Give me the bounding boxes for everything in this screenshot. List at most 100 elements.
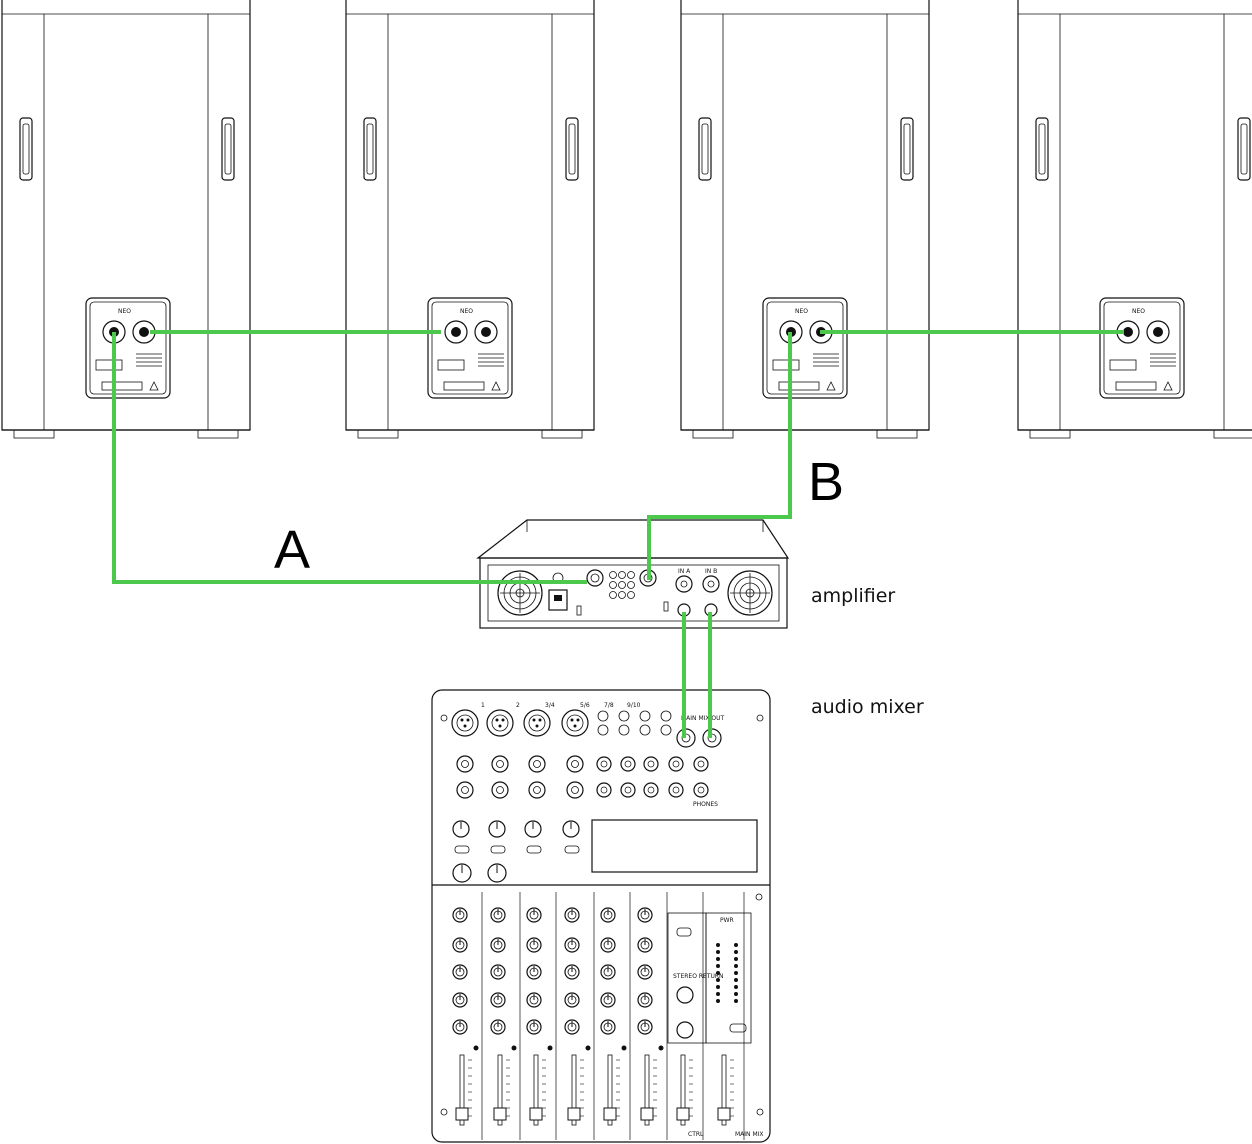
fader-knob bbox=[493, 1107, 507, 1121]
fader-knob bbox=[717, 1107, 731, 1121]
pad-switch bbox=[564, 845, 580, 854]
trs-input-jack bbox=[456, 755, 474, 773]
label-b: B bbox=[808, 452, 844, 512]
speaker-2: NEO bbox=[345, 0, 595, 439]
speaker-3: NEO bbox=[680, 0, 930, 439]
meter-led bbox=[734, 950, 738, 954]
peak-led bbox=[585, 1045, 591, 1051]
binding-posts bbox=[609, 571, 635, 599]
channel-strip bbox=[637, 892, 668, 1140]
fader-track bbox=[680, 1054, 686, 1126]
amp-switch bbox=[663, 601, 669, 612]
line-jack bbox=[643, 782, 659, 798]
peak-led bbox=[621, 1045, 627, 1051]
channel-strip bbox=[600, 892, 631, 1140]
speaker-foot bbox=[692, 429, 734, 439]
eq-knob bbox=[637, 937, 653, 953]
eq-knob bbox=[564, 907, 580, 923]
eq-knob bbox=[600, 992, 616, 1008]
meter-led bbox=[734, 999, 738, 1003]
phones-label: PHONES bbox=[693, 801, 718, 808]
label-a: A bbox=[274, 520, 310, 580]
serial-plate bbox=[1115, 381, 1157, 391]
eq-knob bbox=[564, 1019, 580, 1035]
handle-icon bbox=[221, 117, 235, 181]
rca-jack bbox=[618, 724, 630, 736]
channel-strip bbox=[564, 892, 595, 1140]
xlr-input-jack bbox=[523, 709, 551, 737]
power-inlet-pins bbox=[554, 595, 562, 601]
meter-led bbox=[734, 964, 738, 968]
handle-icon bbox=[1237, 117, 1251, 181]
eq-knob bbox=[600, 907, 616, 923]
meter-led bbox=[734, 985, 738, 989]
handle-icon bbox=[698, 117, 712, 181]
line-jack bbox=[620, 756, 636, 772]
speaker-foot bbox=[1213, 429, 1252, 439]
gain-knob bbox=[488, 820, 506, 838]
rca-jack bbox=[660, 724, 672, 736]
speaker-cabinet bbox=[345, 0, 595, 431]
trs-input-jack bbox=[491, 755, 509, 773]
channel-label: 7/8 bbox=[604, 702, 614, 709]
cables bbox=[112, 330, 1124, 738]
warning-icon bbox=[149, 381, 159, 391]
warning-icon bbox=[826, 381, 836, 391]
rca-jack bbox=[639, 724, 651, 736]
trs-input-jack bbox=[528, 781, 546, 799]
eq-knob bbox=[526, 964, 542, 980]
meter-led bbox=[734, 943, 738, 947]
serial-plate bbox=[443, 381, 485, 391]
eq-knob bbox=[526, 1019, 542, 1035]
xlr-input-jack bbox=[486, 709, 514, 737]
stereo-return-label: STEREO RETURN bbox=[673, 973, 724, 980]
speaker-brand: NEO bbox=[118, 308, 131, 315]
channel-strip bbox=[676, 892, 704, 1140]
peak-led bbox=[511, 1045, 517, 1051]
line-jack bbox=[643, 756, 659, 772]
speaker-foot bbox=[876, 429, 918, 439]
handle-icon bbox=[565, 117, 579, 181]
channel-strip bbox=[526, 892, 557, 1140]
terminal-block bbox=[1109, 359, 1137, 371]
amplifier-fan-left bbox=[497, 570, 543, 616]
amp-input-b: IN B bbox=[702, 568, 720, 593]
fader-track bbox=[721, 1054, 727, 1126]
eq-knob bbox=[452, 964, 468, 980]
mixer-channel-strips bbox=[452, 892, 745, 1140]
trs-input-jack bbox=[528, 755, 546, 773]
meter-led bbox=[734, 971, 738, 975]
speaker-connector-panel: NEO bbox=[427, 297, 513, 399]
fader-knob bbox=[603, 1107, 617, 1121]
trs-input-jack bbox=[456, 781, 474, 799]
rca-jack bbox=[660, 710, 672, 722]
speaker-foot bbox=[1029, 429, 1071, 439]
cable-b bbox=[647, 332, 792, 580]
speaker-4: NEO bbox=[1017, 0, 1252, 439]
meter-led bbox=[716, 950, 720, 954]
meter-led bbox=[734, 957, 738, 961]
gain-knob bbox=[524, 820, 542, 838]
eq-knob bbox=[452, 1019, 468, 1035]
amp-input-b-label: IN B bbox=[705, 568, 717, 575]
pad-switch bbox=[490, 845, 506, 854]
fader-knob bbox=[676, 1107, 690, 1121]
amplifier-rear-inset bbox=[487, 564, 780, 622]
handle-icon bbox=[363, 117, 377, 181]
amp-input-a: IN A bbox=[675, 568, 693, 593]
fader-track bbox=[533, 1054, 539, 1126]
handle-icon bbox=[900, 117, 914, 181]
warning-icon bbox=[491, 381, 501, 391]
screw bbox=[755, 893, 763, 901]
eq-knob bbox=[490, 937, 506, 953]
speaker-cabinet bbox=[1017, 0, 1252, 431]
main-mix-label: MAIN MIX bbox=[735, 1131, 764, 1138]
serial-plate bbox=[101, 381, 143, 391]
screw bbox=[756, 1108, 764, 1116]
meter-led bbox=[734, 992, 738, 996]
fader-knob bbox=[529, 1107, 543, 1121]
ctrl-room-knob bbox=[676, 1021, 694, 1039]
ctrl-switch bbox=[729, 1023, 747, 1033]
eq-knob bbox=[490, 992, 506, 1008]
amplifier-top bbox=[476, 519, 790, 559]
